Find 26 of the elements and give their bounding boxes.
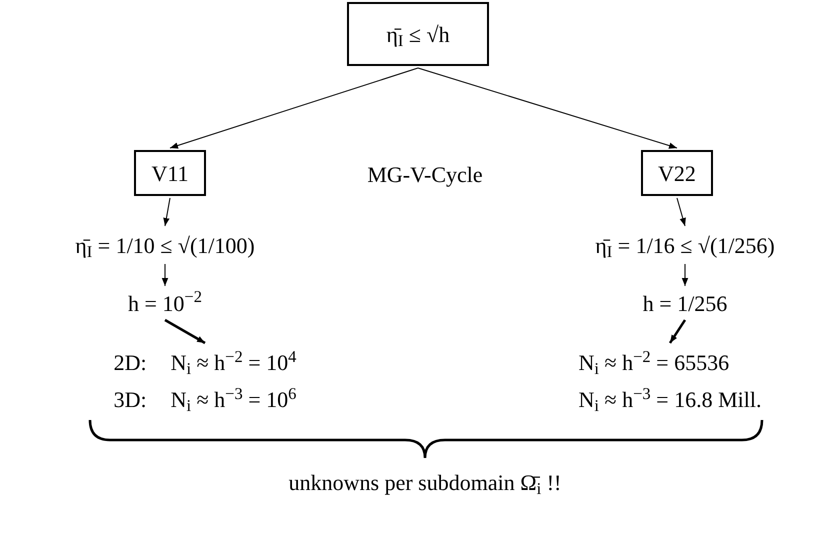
formula-text: h = 10$^{−2}$ [128,286,202,318]
brace-caption: unknowns per subdomain Ω̄$_{i}$ !! [288,469,562,499]
formula-text: η̄$_{I}$ = 1/16 ≤ √(1/256) [595,232,775,262]
process-box [347,2,489,66]
arrow [162,264,168,286]
arrow [163,198,170,226]
formula-text: 3D: [114,386,147,414]
formula-text: N$_{i}$ ≈ h$^{−3}$ = 10$^{6}$ [170,383,296,416]
process-box [641,150,713,196]
formula-text: N$_{i}$ ≈ h$^{−2}$ = 10$^{4}$ [170,346,296,379]
arrow [676,198,686,226]
formula-text: N$_{i}$ ≈ h$^{−2}$ = 65536 [578,346,730,379]
box-label: η̄$_{I}$ ≤ √h [386,20,450,50]
cycle-label: MG-V-Cycle [366,161,484,189]
arrow [164,318,206,344]
process-box [134,150,206,196]
arrow [682,264,688,286]
box-label: V22 [658,160,696,188]
arrow [418,68,678,149]
box-label: V11 [151,160,189,188]
formula-text: h = 1/256 [642,290,728,318]
formula-text: 2D: [114,349,147,377]
arrow [170,68,418,149]
formula-text: N$_{i}$ ≈ h$^{−3}$ = 16.8 Mill. [578,383,762,416]
arrow [668,319,686,344]
formula-text: η̄$_{I}$ = 1/10 ≤ √(1/100) [75,232,255,262]
